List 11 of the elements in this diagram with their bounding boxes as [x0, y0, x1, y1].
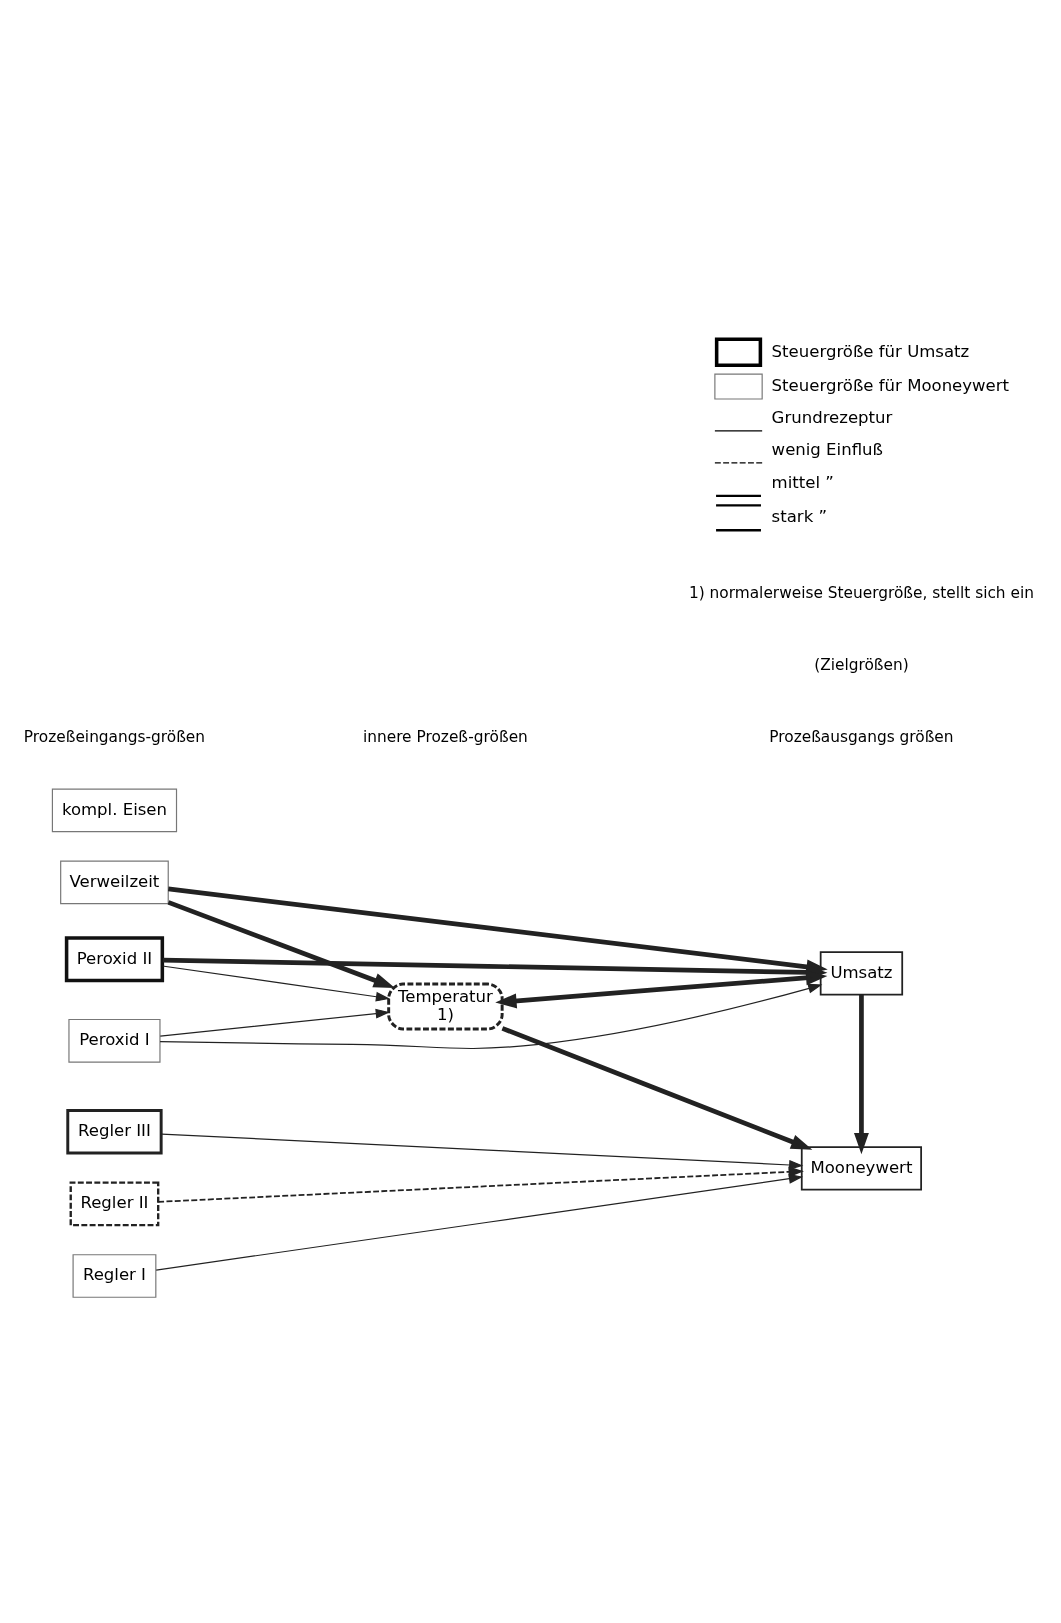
- legend-label: wenig Einfluß: [771, 439, 883, 459]
- label: Prozeßeingangs-größen: [23, 728, 206, 747]
- label: (Zielgrößen): [814, 656, 909, 675]
- label: innere Prozeß-größen: [362, 728, 528, 747]
- label: 1) normalerweise Steuergröße, stellt sich ein: [688, 584, 1034, 603]
- legend-label: Steuergröße für Mooneywert: [771, 375, 1010, 395]
- legend-label: Steuergröße für Umsatz: [771, 341, 970, 361]
- legend-label: stark ”: [771, 507, 828, 527]
- legend-label: Grundrezeptur: [771, 407, 893, 427]
- label: Prozeßausgangs größen: [769, 728, 954, 747]
- legend-label: mittel ”: [771, 472, 834, 492]
